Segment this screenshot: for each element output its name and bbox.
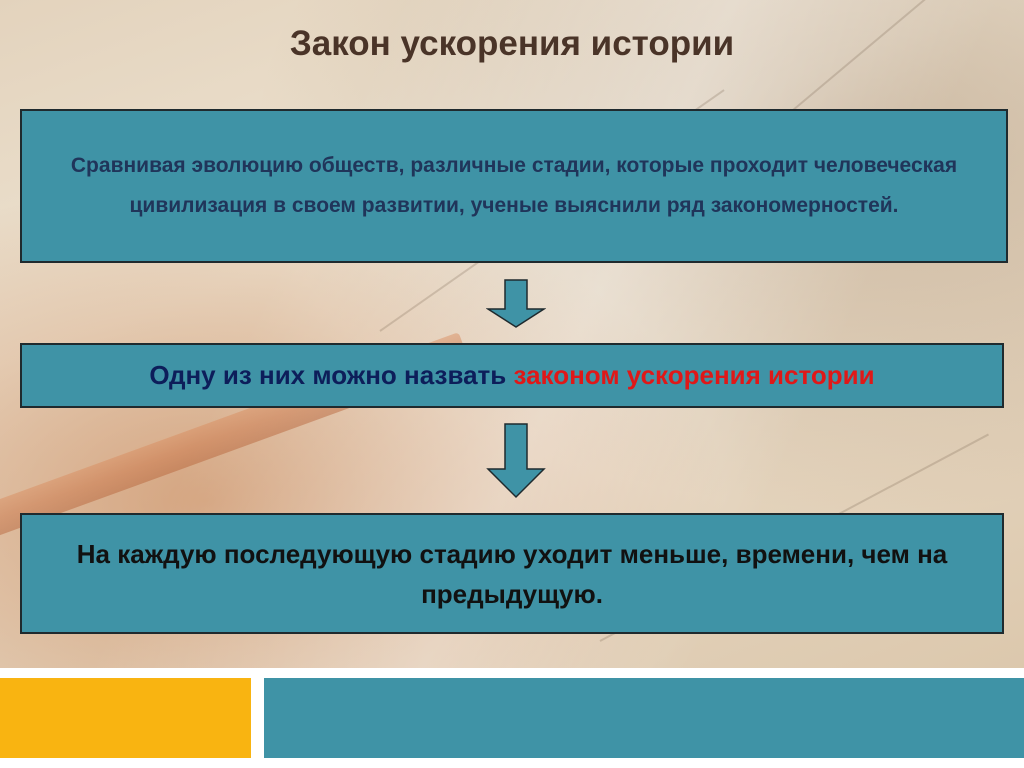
law-name-text: Одну из них можно назвать [149,360,514,390]
law-name-box: Одну из них можно назвать законом ускоре… [20,343,1004,408]
intro-text: Сравнивая эволюцию обществ, различные ст… [70,154,958,217]
law-definition-box: На каждую последующую стадию уходит мень… [20,513,1004,634]
slide-title: Закон ускорения истории [289,24,735,63]
footer-yellow-bar [0,678,251,758]
law-name-highlight: законом ускорения истории [513,360,875,390]
intro-text-box: Сравнивая эволюцию обществ, различные ст… [20,109,1008,263]
footer-teal-bar [264,678,1024,758]
law-definition-text: На каждую последующую стадию уходит мень… [76,538,948,609]
down-arrow-icon [486,279,546,328]
down-arrow-icon [486,423,546,499]
